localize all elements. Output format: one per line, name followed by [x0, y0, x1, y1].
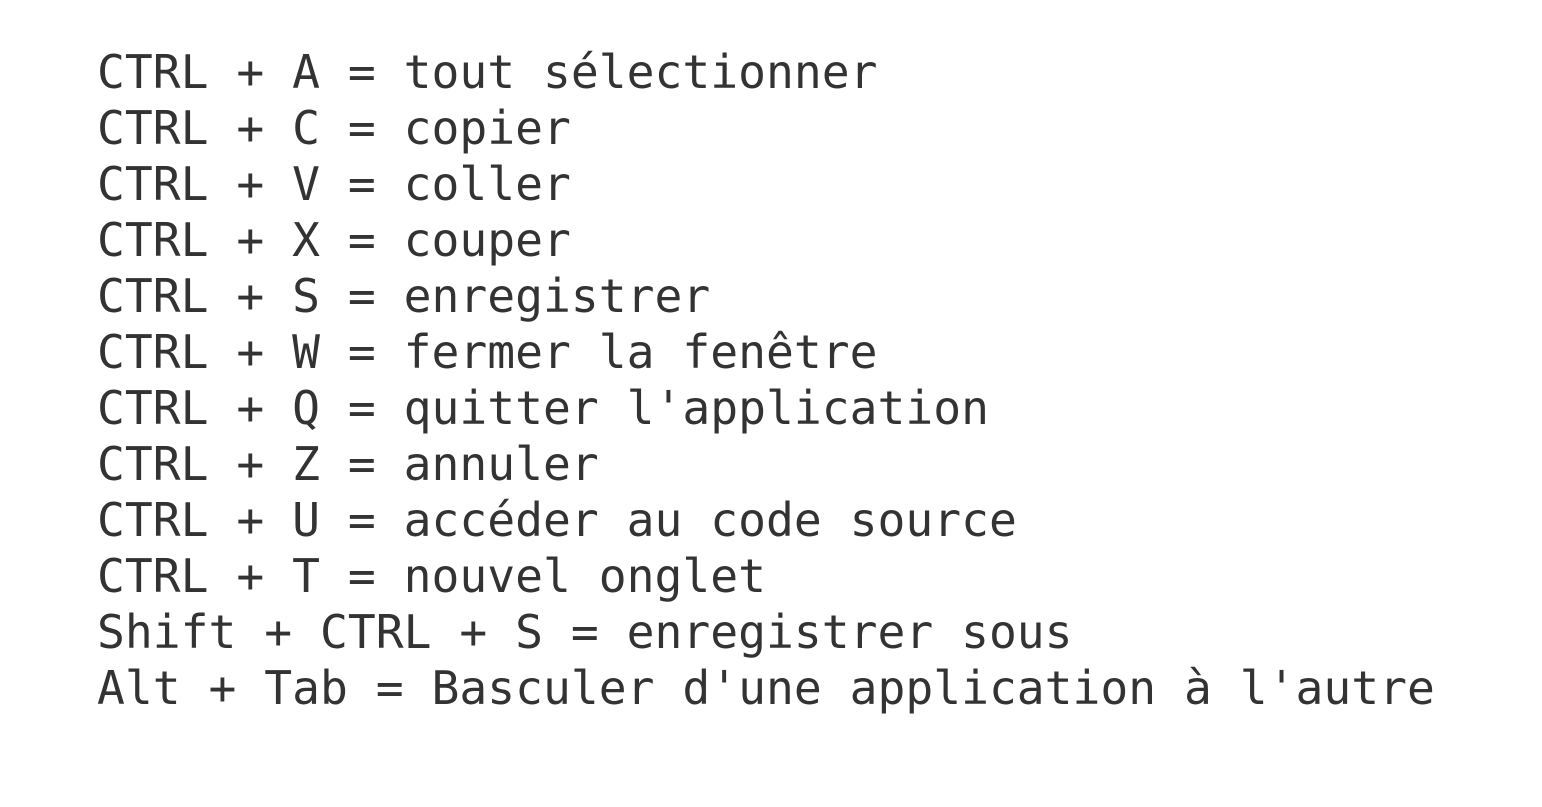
shortcut-line: CTRL + Z = annuler	[97, 437, 599, 491]
shortcut-line: CTRL + A = tout sélectionner	[97, 45, 878, 99]
shortcut-line: CTRL + C = copier	[97, 101, 571, 155]
shortcut-list: CTRL + A = tout sélectionner CTRL + C = …	[97, 45, 1435, 715]
shortcut-line: Shift + CTRL + S = enregistrer sous	[97, 605, 1073, 659]
shortcut-line: CTRL + W = fermer la fenêtre	[97, 325, 878, 379]
shortcut-line: CTRL + U = accéder au code source	[97, 493, 1017, 547]
shortcut-line: CTRL + S = enregistrer	[97, 269, 711, 323]
shortcut-line: CTRL + T = nouvel onglet	[97, 549, 766, 603]
shortcut-line: CTRL + X = couper	[97, 213, 571, 267]
shortcut-line: CTRL + V = coller	[97, 157, 571, 211]
shortcut-line: CTRL + Q = quitter l'application	[97, 381, 989, 435]
shortcut-line: Alt + Tab = Basculer d'une application à…	[97, 661, 1435, 715]
